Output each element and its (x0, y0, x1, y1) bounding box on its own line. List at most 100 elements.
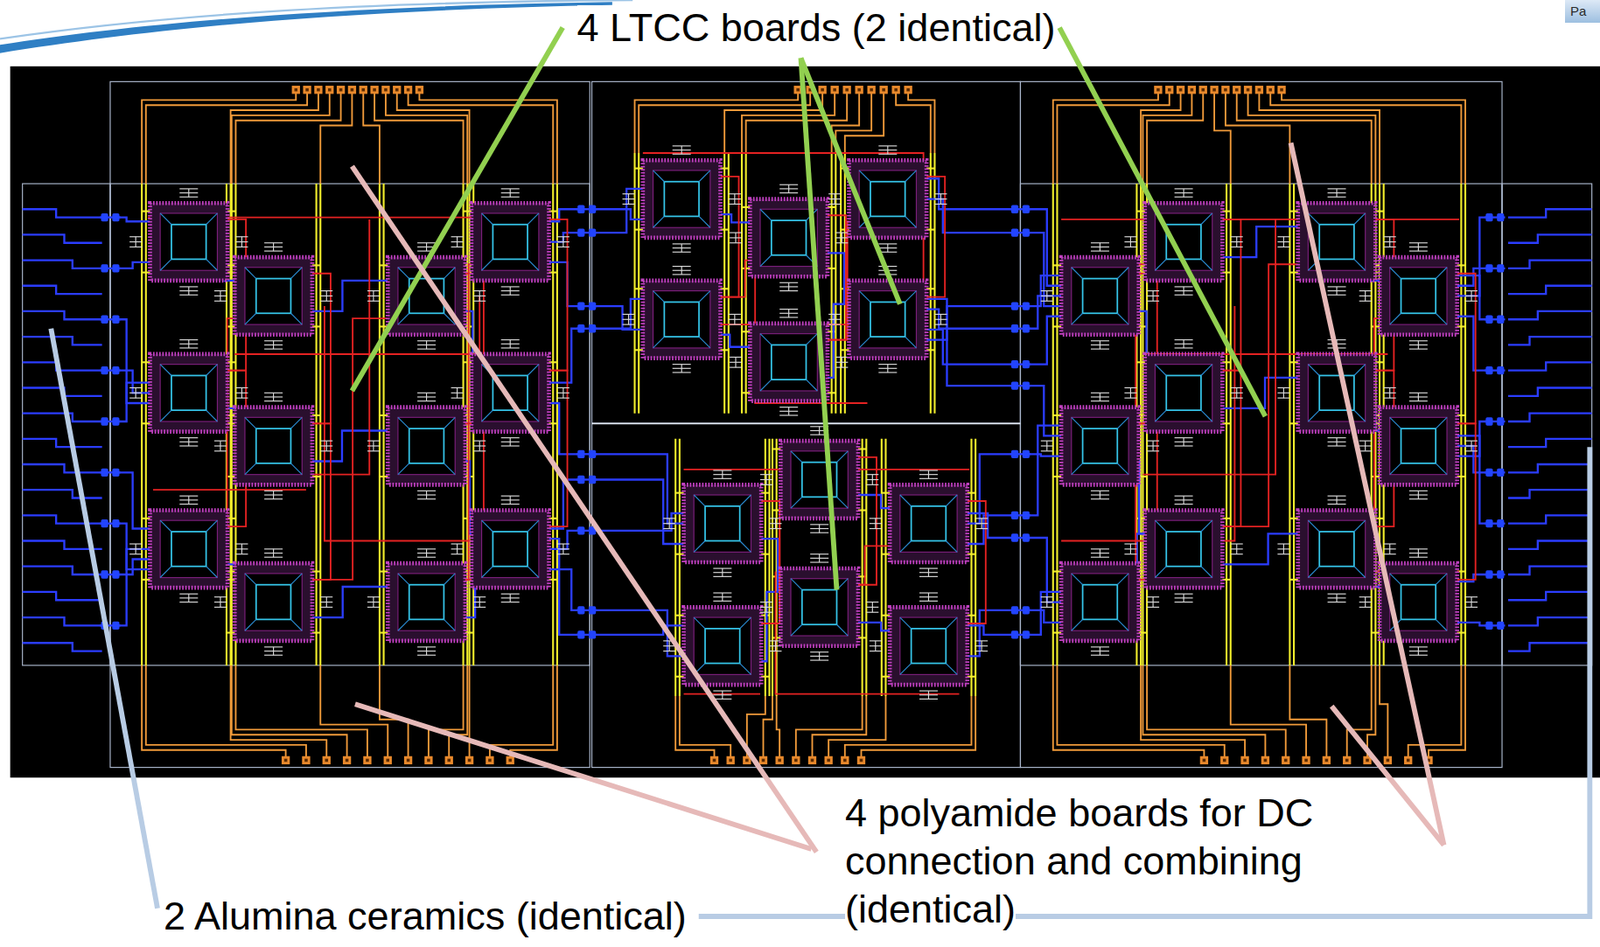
rf-trace (926, 329, 1013, 365)
rf-connector (1022, 450, 1030, 459)
dc-pad-hole (843, 759, 846, 763)
bond-wire (482, 410, 494, 422)
dc-pad (506, 756, 515, 765)
rf-connector (111, 621, 119, 630)
rf-connector (588, 301, 596, 310)
bond-wire (905, 216, 917, 228)
bias-pad-line (1470, 440, 1472, 452)
dc-pad-hole (447, 759, 450, 763)
rf-connector (1496, 519, 1504, 528)
dc-pad-hole (794, 759, 797, 763)
bias-pad-glyph (179, 593, 198, 602)
dc-pad (292, 85, 301, 94)
rf-trace (1508, 642, 1593, 651)
bias-pad-line (562, 237, 564, 248)
leader-line (355, 704, 812, 850)
bias-pad-glyph (1146, 291, 1160, 302)
bias-pad-glyph (1230, 387, 1244, 399)
rf-trace (549, 480, 580, 530)
dc-pad (1383, 756, 1392, 765)
dc-trace (1056, 90, 1169, 184)
bond-wire (398, 573, 410, 586)
control-trace (549, 370, 568, 528)
dc-trace (635, 90, 799, 154)
control-trace (312, 423, 331, 580)
rf-connector (588, 324, 596, 333)
bond-wire (945, 495, 958, 507)
rf-connector (100, 366, 108, 375)
bias-pad-glyph (934, 194, 947, 205)
dc-pad-hole (1179, 88, 1182, 92)
dc-trace (1367, 665, 1376, 762)
bias-pad-glyph (919, 593, 938, 601)
chip-cavity (244, 573, 302, 631)
control-trace (1222, 370, 1241, 528)
dc-trace (776, 696, 780, 762)
dc-pad (1199, 85, 1208, 94)
bias-pad-glyph (501, 188, 520, 197)
dc-pad-hole (1212, 88, 1216, 92)
bias-pad-line (188, 593, 189, 602)
bond-wire (482, 258, 494, 271)
dc-pad-hole (1235, 88, 1238, 92)
bias-pad-glyph (367, 291, 380, 302)
dc-pad (1342, 756, 1351, 765)
bias-pad-glyph (1327, 593, 1347, 602)
bias-pad-line (1099, 549, 1101, 558)
bond-wire (740, 617, 752, 629)
bond-wire (1071, 573, 1083, 586)
rf-trace (926, 178, 1013, 210)
bias-line (633, 153, 636, 414)
bond-wire (836, 624, 848, 636)
rf-trace (1508, 464, 1593, 473)
rf-trace (22, 260, 103, 269)
bias-pad-line (721, 593, 723, 601)
bias-pad-glyph (1327, 188, 1347, 197)
rf-connector (1011, 511, 1019, 520)
rf-connector (1022, 381, 1030, 390)
bias-pad-glyph (779, 309, 798, 318)
dc-pad-hole (1406, 759, 1410, 763)
bias-pad-line (1418, 647, 1419, 656)
rf-trace (549, 262, 580, 307)
bias-line (723, 153, 726, 414)
dc-pad-hole (832, 88, 836, 92)
bias-pad-line (1389, 544, 1391, 555)
rf-connector (1011, 205, 1019, 214)
bond-wire (482, 213, 494, 225)
bias-pad-glyph (712, 568, 732, 577)
rf-trace (594, 480, 684, 545)
header-swoosh (0, 0, 633, 39)
control-trace (234, 219, 370, 476)
dc-pad-hole (488, 759, 491, 763)
chip-cavity (1390, 417, 1447, 475)
mmic-die (171, 224, 207, 260)
bias-pad-line (681, 146, 683, 154)
rf-trace (1028, 592, 1062, 636)
dc-pad (314, 85, 322, 94)
bias-pad-glyph (473, 291, 486, 302)
rf-trace (1508, 541, 1593, 550)
bond-wire (1201, 410, 1213, 422)
dc-trace (468, 665, 471, 762)
bond-wire (527, 520, 539, 532)
rf-connector (111, 417, 119, 426)
chip-carrier (642, 280, 721, 359)
rf-connector (111, 264, 119, 273)
bond-wire (160, 364, 172, 377)
rf-trace (22, 234, 103, 243)
chip-carrier (1145, 510, 1223, 589)
rf-trace (967, 513, 1013, 538)
bias-pad-line (1183, 188, 1185, 197)
bias-pad-line (1418, 392, 1419, 401)
bias-pad-line (874, 641, 876, 652)
bias-pad-glyph (214, 440, 227, 452)
rf-trace (761, 538, 781, 593)
rf-trace (858, 622, 890, 631)
dc-pad-hole (294, 88, 298, 92)
dc-trace (146, 90, 308, 184)
bias-pad-glyph (1174, 188, 1194, 197)
rf-trace (118, 262, 150, 269)
rf-trace (22, 286, 103, 294)
dc-pad (817, 85, 826, 94)
